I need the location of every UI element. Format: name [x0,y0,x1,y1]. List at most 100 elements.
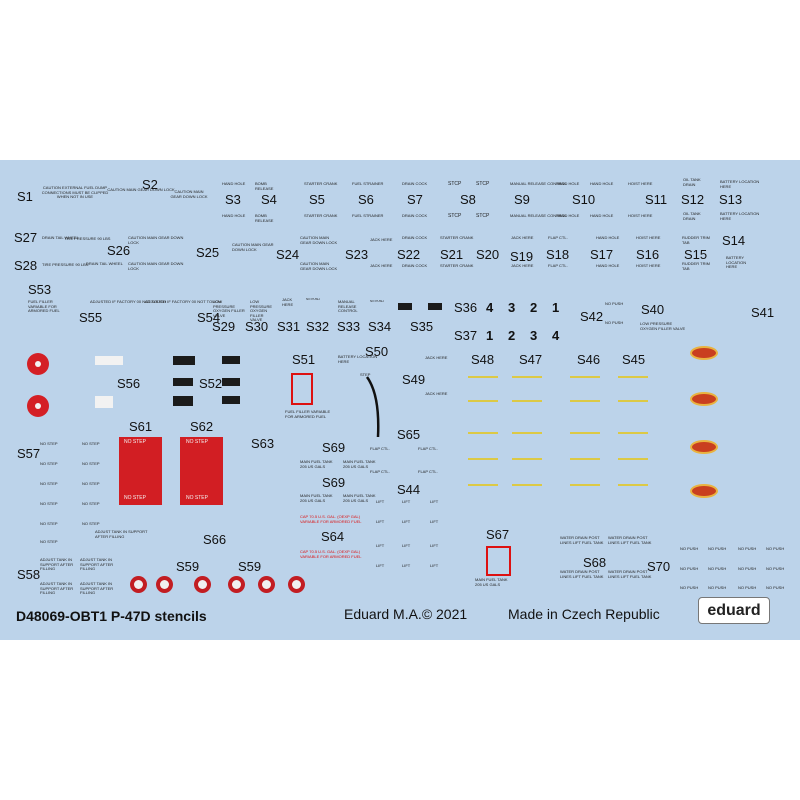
stencil-hand-hole-8: HAND HOLE [596,263,620,268]
stencil-s32-text: NO PUSH [306,297,320,301]
stencil-battery-1: BATTERY LOCATION HERE [720,179,760,189]
stencil-step: STEP [360,372,371,377]
wingtip-light-4 [690,484,718,498]
label-s67: S67 [486,527,510,542]
stencil-s31-text: JACK HERE [282,297,294,307]
stencil-jack-4: CAUTION MAIN GEAR DOWN LOCK [300,235,338,245]
stencil-lift: LIFT [402,563,411,568]
stencil-caution-fuel: CAUTION EXTERNAL FUEL DUMP CONNECTIONS M… [41,185,109,200]
stencil-s30-text: LOW PRESSURE OXYGEN FILLER VALVE [250,299,273,323]
stencil-jack-here-3: JACK HERE [511,235,534,240]
stencil-no-push: NO PUSH [766,566,785,571]
stencil-bomb-1: BOMB RELEASE [255,181,274,191]
yellow-stencil-7 [570,400,600,402]
stencil-drain-cock-2: DRAIN COCK [402,213,428,218]
stencil-rudder-2: RUDDER TRIM TAB [682,261,710,271]
stencil-water-drain-4: WATER DRAIN POST LINES LIFT FUEL TANK [608,569,652,579]
stencil-no-step: NO STEP [40,521,58,526]
label-s25: S25 [196,245,220,260]
label-s10: S10 [572,192,596,207]
label-s5: S5 [309,192,325,207]
label-s13: S13 [719,192,743,207]
stencil-lift: LIFT [376,519,385,524]
red-panel-s62-text-1: NO STEP [186,439,208,445]
stencil-jack-2: CAUTION MAIN GEAR DOWN LOCK [128,261,184,271]
stencil-manual-release-2: MANUAL RELEASE CONTROL [510,213,567,218]
label-s57: S57 [17,446,41,461]
stencil-starter-1: STARTER CRANK [304,181,338,186]
yellow-stencil-12 [618,432,648,434]
yellow-stencil-10 [512,432,542,434]
stencil-hoist-3: HOIST HERE [636,235,661,240]
stencil-bomb-2: BOMB RELEASE [255,213,274,223]
stencil-adjust-tank-1: ADJUST TANK IN SUPPORT AFTER FILLING [40,557,74,572]
stencil-lift: LIFT [402,519,411,524]
stencil-s33-text: MANUAL RELEASE CONTROL [338,299,358,314]
yellow-stencil-9 [468,432,498,434]
label-s64: S64 [321,529,345,544]
stencil-jack-here-6: JACK HERE [425,391,448,396]
stencil-drainage-1: DRAIN COCK [402,235,428,240]
label-s30: S30 [245,319,269,334]
propeller-logo-1 [130,576,147,593]
stencil-low-pressure: LOW PRESSURE OXYGEN FILLER VALVE [640,321,686,331]
black-plate-3 [173,396,193,406]
red-panel-s61 [119,437,162,505]
data-plate-2 [95,396,113,408]
stencil-no-step: NO STEP [82,501,100,506]
digit-3-top: 3 [508,300,516,315]
label-s21: S21 [440,247,464,262]
black-plate-8 [428,303,442,310]
yellow-stencil-15 [570,458,600,460]
label-s50: S50 [365,344,389,359]
black-plate-2 [173,378,193,386]
label-s4: S4 [261,192,277,207]
red-frame-s51 [291,373,313,405]
digit-3-bottom: 3 [530,328,538,343]
stencil-lift: LIFT [430,543,439,548]
stencil-no-step: NO STEP [40,481,58,486]
stencil-hand-hole-1: HAND HOLE [222,181,246,186]
label-s7: S7 [407,192,423,207]
label-s26: S26 [107,243,131,258]
stencil-lift: LIFT [430,519,439,524]
label-s70: S70 [647,559,671,574]
stencil-main-gear: CAUTION MAIN GEAR DOWN LOCK [170,189,208,199]
stencil-no-step: NO STEP [40,501,58,506]
stencil-water-drain-3: WATER DRAIN POST LINES LIFT FUEL TANK [560,569,604,579]
label-s1: S1 [17,189,33,204]
label-s68: S68 [583,555,607,570]
stencil-flap-ctl-3: FLAP CTL. [370,469,390,474]
label-s55: S55 [79,310,103,325]
stencil-lift: LIFT [402,543,411,548]
stencil-adjust-tank-2: ADJUST TANK IN SUPPORT AFTER FILLING [80,557,114,572]
stencil-hand-hole-7: HAND HOLE [596,235,620,240]
stencil-jack-3: CAUTION MAIN GEAR DOWN LOCK [232,242,274,252]
red-panel-s62-text-2: NO STEP [186,495,208,501]
stencil-jack-5: CAUTION MAIN GEAR DOWN LOCK [300,261,338,271]
stencil-no-step: NO STEP [40,441,58,446]
label-s35: S35 [410,319,434,334]
label-s58: S58 [17,567,41,582]
black-plate-7 [398,303,412,310]
label-s6: S6 [358,192,374,207]
label-s49: S49 [402,372,426,387]
label-s47: S47 [519,352,543,367]
stencil-adjust-tank-4: ADJUST TANK IN SUPPORT AFTER FILLING [80,581,114,596]
stencil-no-step: NO STEP [40,539,58,544]
stencil-starter-4: STARTER CRANK [440,263,474,268]
stencil-fuel-warning-1: CAP 70.5 U.S. GAL. (OEXP GAL) VARIABLE F… [300,514,362,524]
stencil-main-tank: MAIN FUEL TANK 205 US GALS [475,577,508,587]
stencil-drainage-2: DRAIN COCK [402,263,428,268]
label-s66: S66 [203,532,227,547]
label-s19: S19 [510,249,534,264]
stencil-lift: LIFT [402,499,411,504]
stencil-no-push: NO PUSH [708,585,727,590]
label-s46: S46 [577,352,601,367]
stencil-battery-2: BATTERY LOCATION HERE [720,211,760,221]
yellow-stencil-1 [468,376,498,378]
stencil-water-drain-1: WATER DRAIN POST LINES LIFT FUEL TANK [560,535,604,545]
stencil-no-push: NO PUSH [708,546,727,551]
label-s32: S32 [306,319,330,334]
stencil-oil-tank-1: OIL TANK DRAIN [683,177,701,187]
